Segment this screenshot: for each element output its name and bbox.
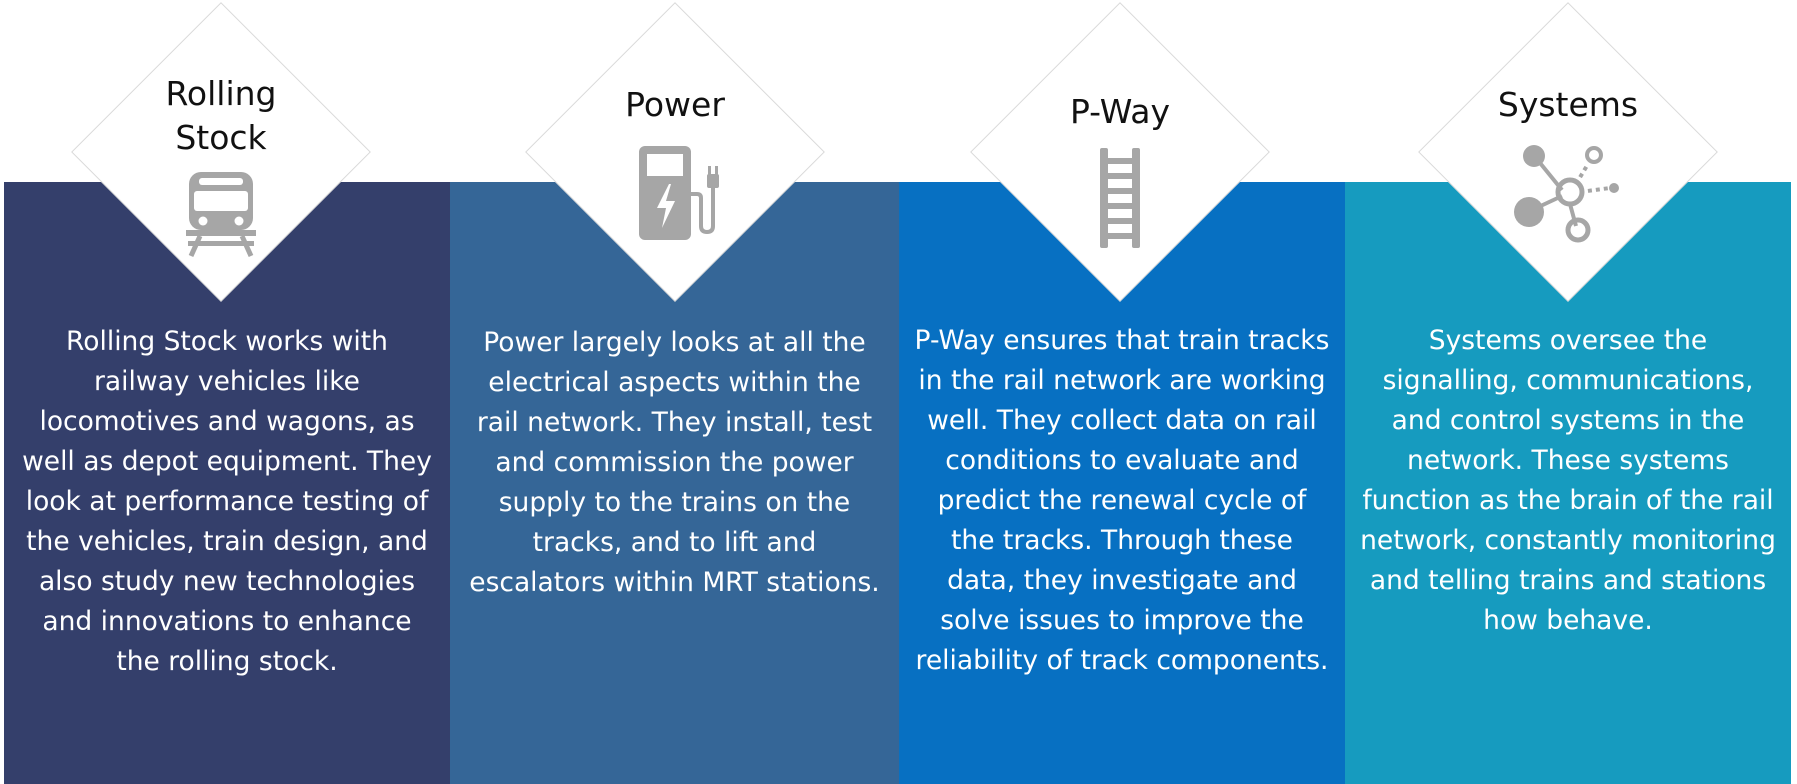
rolling-stock-title: Rolling Stock	[165, 74, 277, 157]
power-title: Power	[625, 85, 725, 124]
rolling-stock-header: Rolling Stock	[71, 0, 371, 300]
network-nodes-icon	[1514, 145, 1619, 243]
systems-description: Systems oversee the signalling, communic…	[1360, 325, 1776, 636]
pway-panel: P-Way ensures that train tracks in the r…	[899, 182, 1345, 784]
systems-header: Systems	[1418, 0, 1718, 300]
train-icon	[186, 172, 256, 258]
power-header: Power	[525, 0, 825, 300]
track-ladder-icon	[1100, 148, 1140, 248]
pway-description: P-Way ensures that train tracks in the r…	[914, 325, 1330, 676]
systems-title: Systems	[1497, 85, 1639, 124]
power-description: Power largely looks at all the electrica…	[469, 327, 880, 598]
pway-title: P-Way	[1069, 92, 1170, 131]
rolling-stock-description: Rolling Stock works with railway vehicle…	[22, 326, 432, 677]
systems-panel: Systems oversee the signalling, communic…	[1345, 182, 1791, 784]
pway-header: P-Way	[970, 0, 1270, 300]
charging-station-icon	[639, 146, 719, 240]
